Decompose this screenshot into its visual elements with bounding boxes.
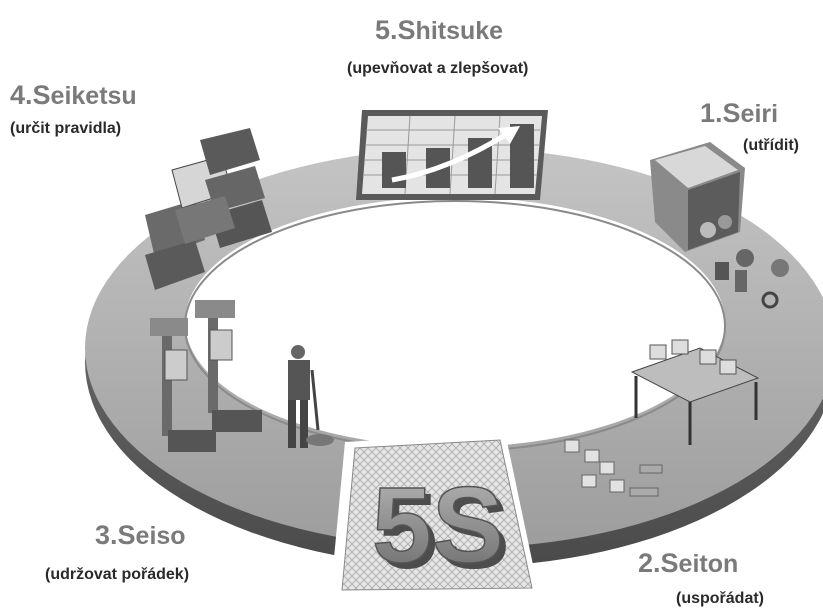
step-5-subtitle: (upevňovat a zlepšovat) xyxy=(347,60,529,77)
step-5-title: 5.Shitsuke xyxy=(375,15,504,45)
step-4-subtitle: (určit pravidla) xyxy=(10,120,122,137)
worker-illustration xyxy=(288,345,334,448)
ring-base xyxy=(85,148,823,567)
sorting-crate-illustration xyxy=(650,142,789,309)
step-2-subtitle: (uspořádat) xyxy=(676,590,764,607)
shelf-illustration xyxy=(630,339,760,445)
step-2-title: 2.Seiton xyxy=(638,548,739,578)
step-3-title: 3.Seiso xyxy=(95,520,186,550)
storage-bins-illustration xyxy=(145,128,272,290)
chart-board-illustration xyxy=(356,110,548,200)
step-1-subtitle: (utřídit) xyxy=(743,137,799,154)
center-5s-text: 5S xyxy=(372,464,504,585)
step-3-subtitle: (udržovat pořádek) xyxy=(45,566,190,583)
step-1-title: 1.Seiri xyxy=(700,98,779,128)
center-5s-panel: 5S 5S xyxy=(330,432,540,600)
step-4-title: 4.Seiketsu xyxy=(10,80,137,110)
svg-text:5S: 5S xyxy=(378,470,510,591)
drill-press-illustration xyxy=(150,300,262,452)
boxes-illustration xyxy=(564,439,663,497)
